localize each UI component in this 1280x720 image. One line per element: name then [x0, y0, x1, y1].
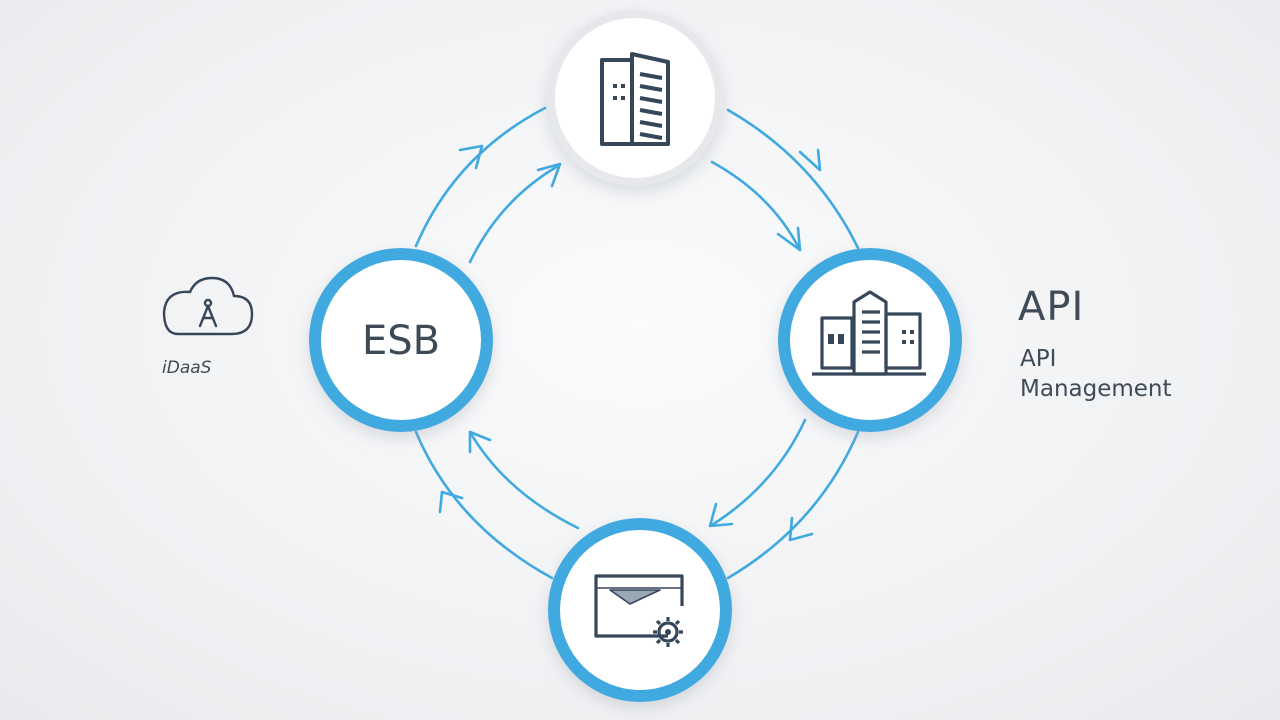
arrow-left-to-top-outer: [414, 106, 547, 248]
outer-cycle-arrows: [414, 106, 860, 580]
cloud-caption: iDaaS: [162, 358, 212, 378]
arrow-top-to-right-outer: [726, 108, 860, 250]
outer-arrowheads: [438, 144, 822, 542]
api-panel-line1: API: [1020, 346, 1057, 372]
arrow-right-to-bottom-outer: [726, 430, 860, 580]
inner-cycle-arrows: [468, 160, 807, 530]
arrowhead-bottom-left-inner: [468, 430, 492, 454]
node-bottom[interactable]: [548, 518, 732, 702]
node-right[interactable]: [778, 248, 962, 432]
arrow-right-to-bottom-inner: [710, 418, 807, 527]
node-esb[interactable]: ESB: [309, 248, 493, 432]
building-icon: [600, 52, 670, 146]
arrowhead-bottom-left-outer: [438, 490, 464, 514]
arrowhead-top-right-outer: [798, 148, 822, 172]
arrowhead-top-right-inner: [776, 226, 802, 252]
arrowhead-left-top-inner: [536, 162, 562, 188]
esb-label: ESB: [362, 318, 440, 364]
node-top[interactable]: [547, 10, 723, 186]
monitor-gear-icon: [594, 574, 684, 647]
inner-arrowheads: [468, 162, 802, 528]
cloud-icon: [162, 276, 254, 336]
arrowhead-right-bottom-inner: [708, 502, 734, 528]
arrow-top-to-right-inner: [710, 160, 802, 252]
arrow-bottom-to-left-outer: [414, 430, 554, 580]
arrow-left-to-top-inner: [468, 164, 560, 264]
arrowhead-left-top-outer: [458, 144, 484, 170]
api-panel-line2: Management: [1020, 376, 1172, 402]
office-buildings-icon: [812, 290, 926, 376]
api-panel-title: API: [1018, 284, 1085, 330]
arrowhead-right-bottom-outer: [788, 516, 814, 542]
arrow-bottom-to-left-inner: [468, 430, 580, 530]
